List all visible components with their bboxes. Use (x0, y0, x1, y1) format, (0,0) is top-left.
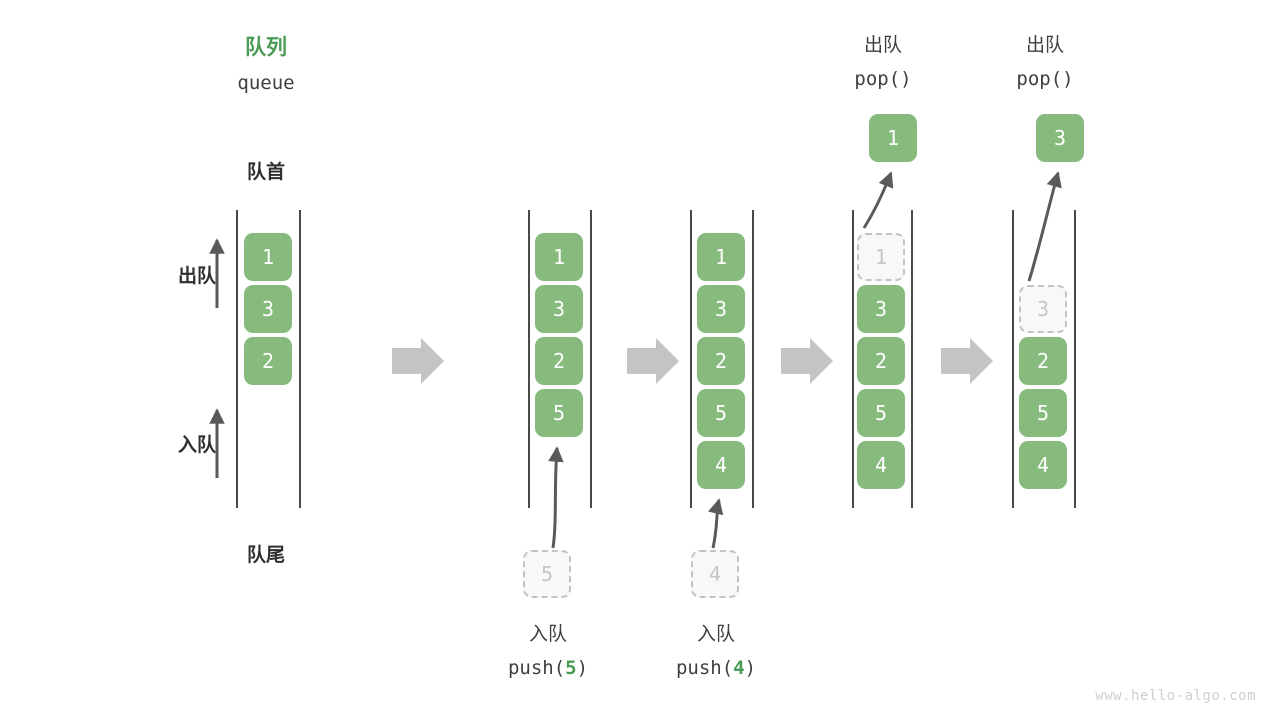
panel-4-header-cn: 出队 (863, 35, 902, 56)
queue-cell: 5 (857, 389, 905, 437)
panel-3-rail-left (690, 210, 692, 508)
queue-cell: 4 (857, 441, 905, 489)
push-code-pre: push( (675, 657, 734, 679)
queue-cell: 3 (535, 285, 583, 333)
panel-2-caption-code: push(5) (463, 656, 633, 682)
panel-2-caption-cn: 入队 (528, 624, 567, 645)
panel-4-rail-right (911, 210, 913, 508)
incoming-cell: 5 (523, 550, 571, 598)
pop-1-arrow (862, 171, 894, 229)
queue-cell: 5 (535, 389, 583, 437)
push-code-pre: push( (507, 657, 566, 679)
queue-cell: 1 (244, 233, 292, 281)
rear-label: 队尾 (246, 545, 285, 566)
queue-cell: 5 (1019, 389, 1067, 437)
queue-cell: 2 (535, 337, 583, 385)
watermark: www.hello-algo.com (1095, 688, 1256, 704)
popped-cell: 3 (1036, 114, 1084, 162)
popped-cell: 1 (869, 114, 917, 162)
queue-cell: 4 (1019, 441, 1067, 489)
panel-4-header-code: pop() (854, 68, 912, 90)
enqueue-direction-label: 入队 (177, 435, 216, 456)
step-arrow-4[interactable] (941, 338, 993, 384)
step-arrow-2[interactable] (627, 338, 679, 384)
queue-cell: 1 (697, 233, 745, 281)
queue-cell: 5 (697, 389, 745, 437)
panel-3-rail-right (752, 210, 754, 508)
panel-5-header-code: pop() (1016, 68, 1074, 90)
push-4-arrow (708, 498, 724, 549)
queue-cell: 2 (244, 337, 292, 385)
queue-cell: 2 (697, 337, 745, 385)
queue-cell: 3 (857, 285, 905, 333)
step-arrow-1[interactable] (392, 338, 444, 384)
diagram-title-cn: 队列 (245, 36, 287, 59)
panel-2-rail-right (590, 210, 592, 508)
queue-cell: 1 (535, 233, 583, 281)
push-5-arrow (548, 446, 564, 549)
panel-2-rail-left (528, 210, 530, 508)
panel-5-rail-right (1074, 210, 1076, 508)
step-arrow-3[interactable] (781, 338, 833, 384)
push-code-post: ) (744, 657, 757, 679)
removed-cell: 1 (857, 233, 905, 281)
push-code-arg: 5 (565, 657, 577, 679)
incoming-cell: 4 (691, 550, 739, 598)
pop-3-arrow (1027, 171, 1062, 282)
dequeue-direction-label: 出队 (177, 266, 216, 287)
push-code-post: ) (576, 657, 589, 679)
queue-cell: 3 (697, 285, 745, 333)
queue-cell: 3 (244, 285, 292, 333)
panel-3-caption-code: push(4) (631, 656, 801, 682)
diagram-title-en: queue (237, 72, 295, 94)
panel-1-rail-right (299, 210, 301, 508)
removed-cell: 3 (1019, 285, 1067, 333)
front-label: 队首 (246, 162, 285, 183)
queue-cell: 2 (857, 337, 905, 385)
push-code-arg: 4 (733, 657, 745, 679)
queue-cell: 4 (697, 441, 745, 489)
panel-1-rail-left (236, 210, 238, 508)
queue-cell: 2 (1019, 337, 1067, 385)
panel-3-caption-cn: 入队 (696, 624, 735, 645)
panel-5-rail-left (1012, 210, 1014, 508)
panel-4-rail-left (852, 210, 854, 508)
panel-5-header-cn: 出队 (1025, 35, 1064, 56)
